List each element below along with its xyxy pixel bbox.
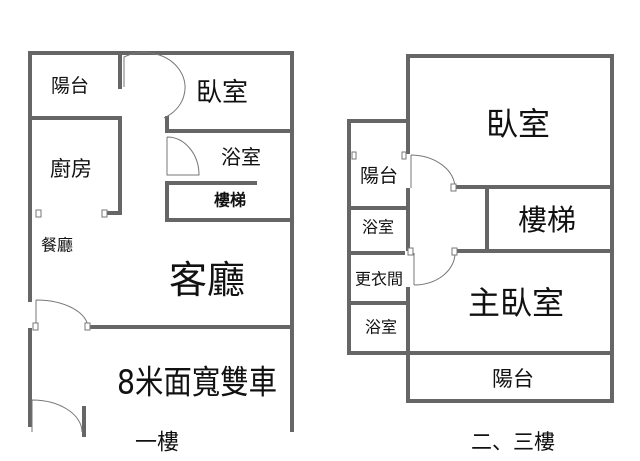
floor-2-3-doors — [351, 151, 458, 287]
room-label-balcony-side: 陽台 — [360, 165, 398, 187]
room-label-living: 客廳 — [169, 258, 245, 302]
room-label-bedroom: 臥室 — [196, 78, 248, 108]
room-label-bathroom-1: 浴室 — [362, 218, 394, 237]
floor-1-doors — [31, 52, 200, 433]
floor-2-3-title: 二、三樓 — [471, 430, 555, 454]
room-label-stairs: 樓梯 — [214, 191, 246, 210]
room-label-balcony-front: 陽台 — [492, 367, 534, 391]
room-label-bathroom-2: 浴室 — [365, 318, 397, 337]
room-label-garage: 8米面寬雙車 — [117, 363, 277, 402]
room-label-dining: 餐廳 — [41, 236, 73, 255]
room-label-kitchen: 廚房 — [50, 157, 92, 181]
floor-1-title: 一樓 — [135, 431, 179, 456]
floor-2-3-walls — [347, 54, 614, 403]
room-label-closet: 更衣間 — [355, 270, 403, 289]
room-label-bathroom: 浴室 — [221, 145, 261, 169]
room-label-balcony: 陽台 — [51, 75, 89, 97]
room-label-stairs: 樓梯 — [518, 203, 576, 237]
floor-2-3-plan: 臥室 陽台 浴室 更衣間 浴室 樓梯 主臥室 陽台 二、三樓 — [347, 54, 614, 454]
room-label-master-bedroom: 主臥室 — [468, 284, 564, 322]
floor-1-plan: 陽台 臥室 廚房 浴室 樓梯 餐廳 客廳 8米面寬雙車 一樓 — [28, 51, 294, 456]
floor-1-walls — [28, 51, 294, 437]
room-label-bedroom: 臥室 — [486, 105, 550, 143]
